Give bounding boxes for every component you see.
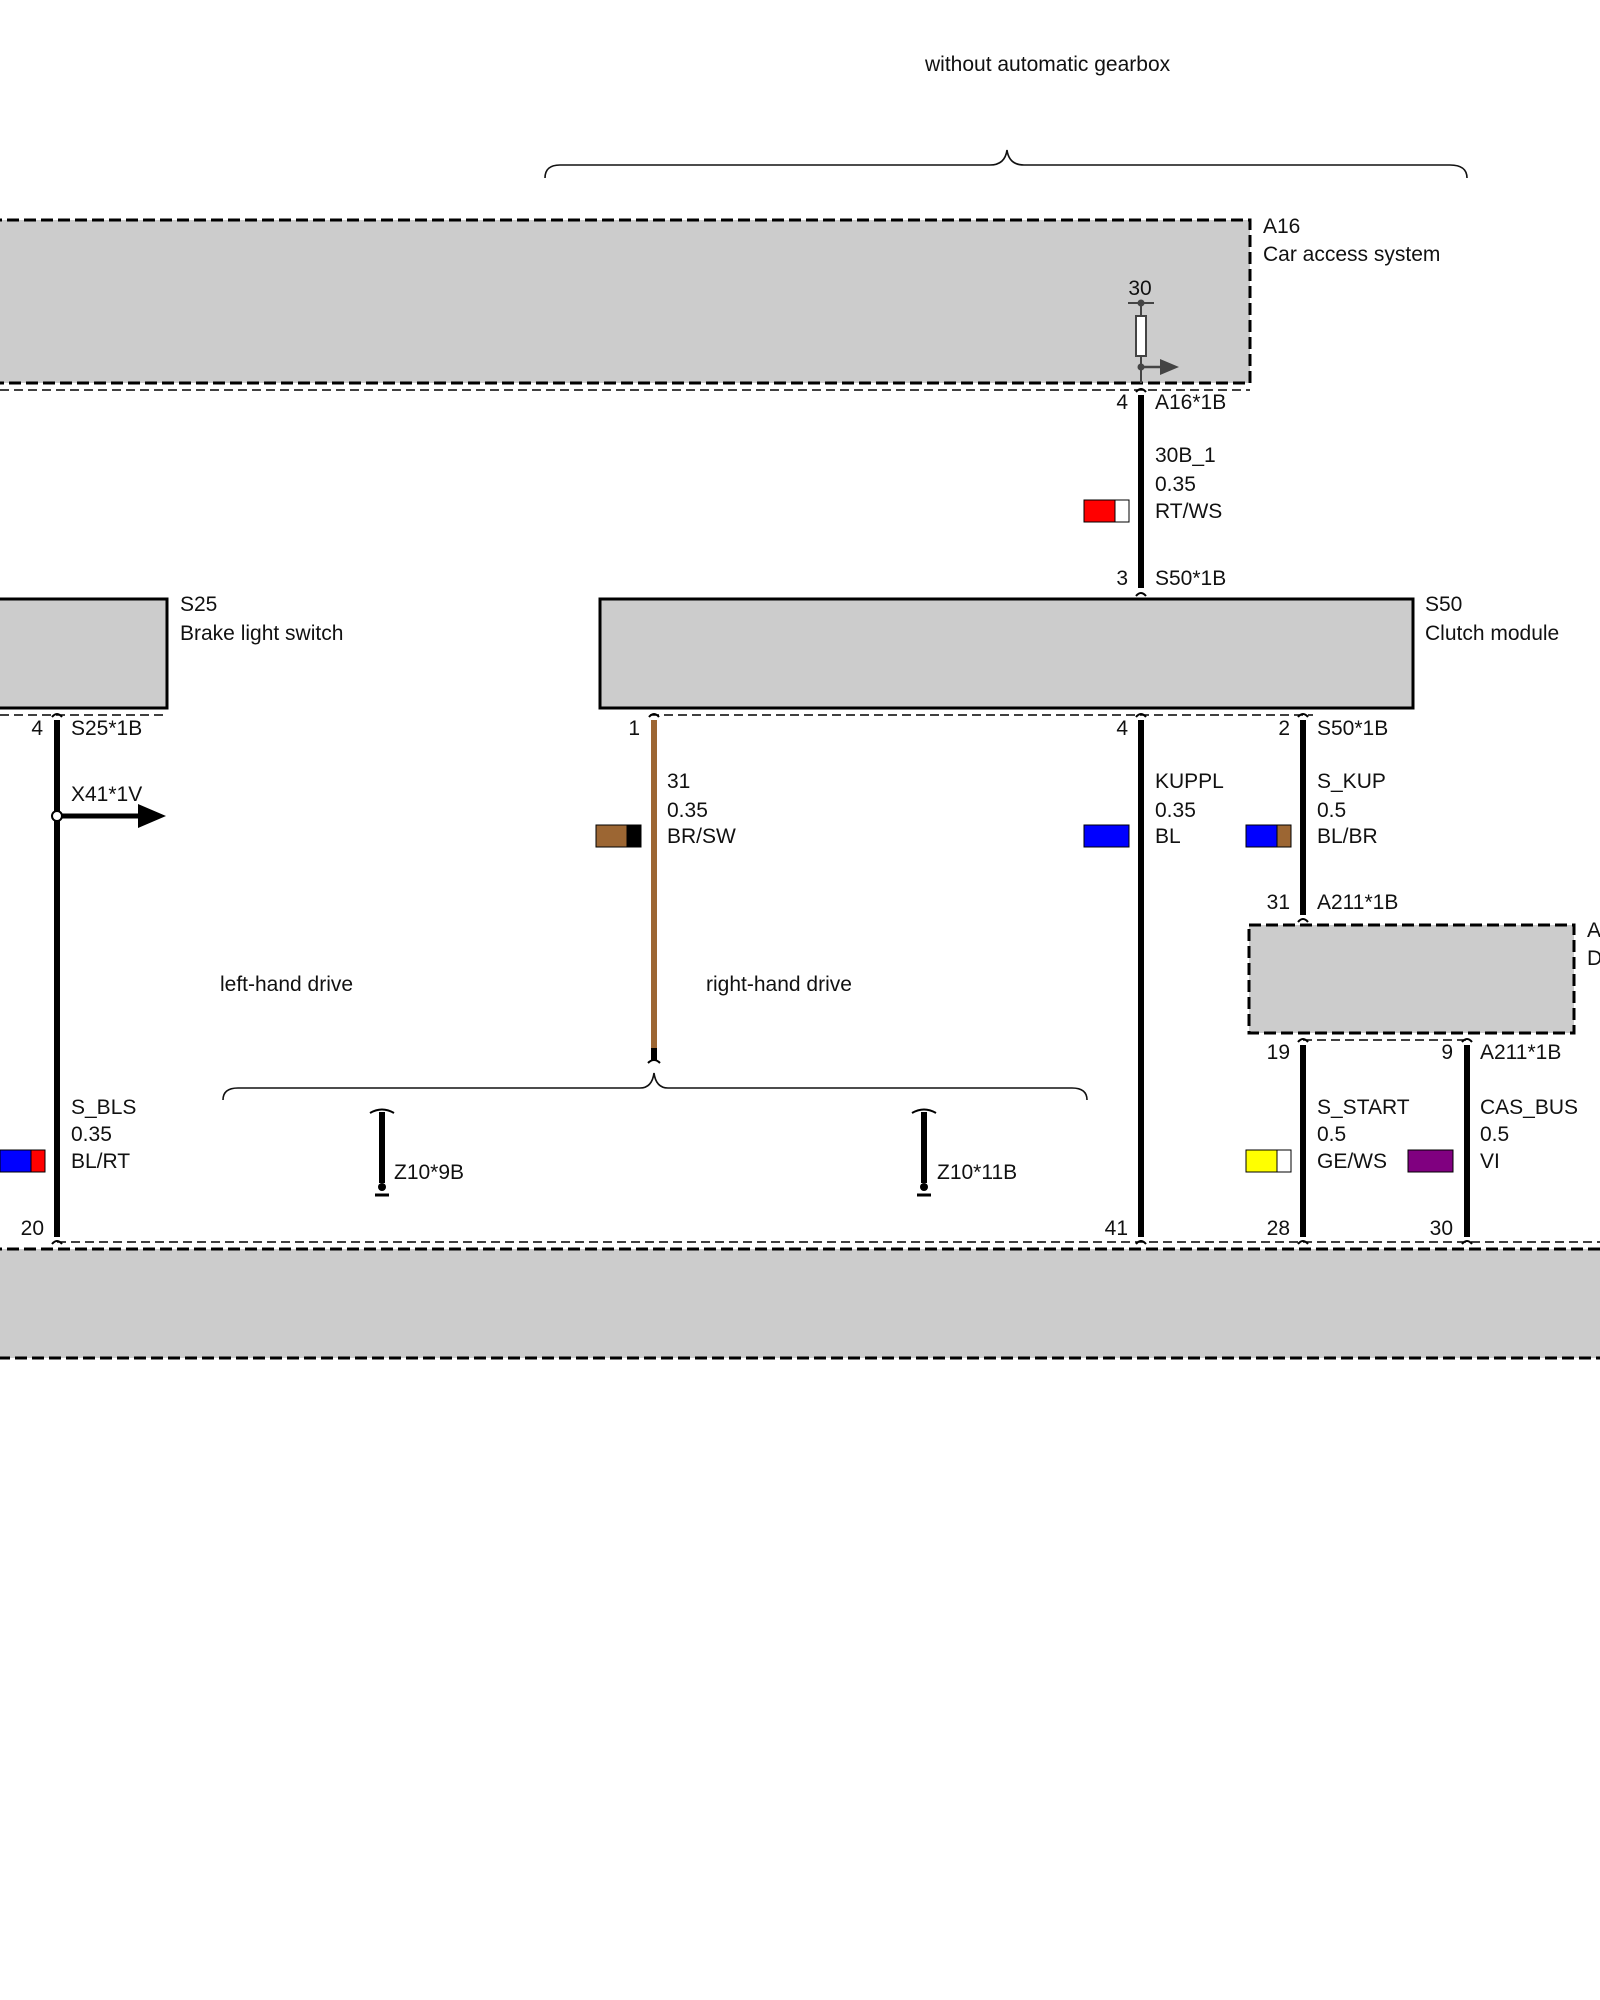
a211-box	[1247, 923, 1576, 1035]
a211-name-partial: D	[1587, 947, 1600, 970]
wire-31-signal: 31	[667, 770, 690, 793]
variant-left-hand-drive: left-hand drive	[220, 973, 353, 996]
wire-s-start-gauge: 0.5	[1317, 1123, 1346, 1146]
pin-a211-19: 19	[1267, 1041, 1290, 1064]
connector-s50-1b-top: S50*1B	[1155, 567, 1226, 590]
pin-marks	[51, 388, 1473, 1245]
wire-31-color: BR/SW	[667, 825, 736, 848]
connector-s50-1b-bottom: S50*1B	[1317, 717, 1388, 740]
swatch-bl-br	[1245, 824, 1292, 848]
wire-31-gauge: 0.35	[667, 799, 708, 822]
wire-s-kup-color: BL/BR	[1317, 825, 1378, 848]
s25-id: S25	[180, 593, 217, 616]
swatch-rt-ws	[1083, 499, 1130, 523]
s50-box	[598, 597, 1415, 710]
wire-cas-bus-color: VI	[1480, 1150, 1500, 1173]
wire-s-start-signal: S_START	[1317, 1096, 1410, 1119]
z10-9b-stub-icon	[369, 1108, 395, 1197]
drive-variant-brace	[222, 1072, 1088, 1101]
pin-a211-31: 31	[1267, 891, 1290, 914]
swatch-bl	[1083, 824, 1130, 848]
pin-s50-3: 3	[1116, 567, 1128, 590]
pin-bottom-30: 30	[1430, 1217, 1453, 1240]
wire-cas-bus-gauge: 0.5	[1480, 1123, 1509, 1146]
gearbox-brace	[544, 149, 1468, 179]
wire-s-kup-gauge: 0.5	[1317, 799, 1346, 822]
swatch-bl-rt	[0, 1149, 46, 1173]
pin-bottom-41: 41	[1105, 1217, 1128, 1240]
wire-30b1-color: RT/WS	[1155, 500, 1222, 523]
pin-a211-9: 9	[1441, 1041, 1453, 1064]
connector-a211-1b-top: A211*1B	[1317, 891, 1398, 914]
a211-id-partial: A	[1587, 919, 1600, 942]
wire-s-kup-signal: S_KUP	[1317, 770, 1386, 793]
a16-id: A16	[1263, 215, 1300, 238]
swatch-ge-ws	[1245, 1149, 1292, 1173]
wire-cas-bus-signal: CAS_BUS	[1480, 1096, 1578, 1119]
s50-id: S50	[1425, 593, 1462, 616]
connector-z10-9b: Z10*9B	[394, 1161, 464, 1184]
a16-box	[0, 218, 1252, 385]
a16-terminal-30	[1128, 299, 1179, 383]
a16-terminal-label: 30	[1128, 277, 1151, 300]
wire-s-bls-signal: S_BLS	[71, 1096, 136, 1119]
connector-z10-11b: Z10*11B	[937, 1161, 1017, 1184]
wire-s-bls-color: BL/RT	[71, 1150, 130, 1173]
a16-name: Car access system	[1263, 243, 1440, 266]
swatch-br-sw	[595, 824, 642, 848]
s25-name: Brake light switch	[180, 622, 343, 645]
wire-kuppl-signal: KUPPL	[1155, 770, 1224, 793]
wire-kuppl-gauge: 0.35	[1155, 799, 1196, 822]
pin-s25-4: 4	[31, 717, 43, 740]
connector-a16-1b: A16*1B	[1155, 391, 1226, 414]
connector-s25-1b: S25*1B	[71, 717, 142, 740]
wire-s-start-color: GE/WS	[1317, 1150, 1387, 1173]
connector-x41-1v: X41*1V	[71, 783, 142, 806]
s50-name: Clutch module	[1425, 622, 1559, 645]
bottom-module-box	[0, 1247, 1600, 1360]
pin-bottom-28: 28	[1267, 1217, 1290, 1240]
wire-s-bls-gauge: 0.35	[71, 1123, 112, 1146]
x41-splice-arrow-icon	[51, 804, 166, 828]
wire-30b1-signal: 30B_1	[1155, 444, 1216, 467]
pin-s50-2: 2	[1278, 717, 1290, 740]
swatch-vi	[1407, 1149, 1454, 1173]
pin-s50-1: 1	[628, 717, 640, 740]
wire-kuppl-color: BL	[1155, 825, 1181, 848]
pin-s50-4: 4	[1116, 717, 1128, 740]
connector-a211-1b-bottom: A211*1B	[1480, 1041, 1561, 1064]
pin-a16-4: 4	[1116, 391, 1128, 414]
variant-right-hand-drive: right-hand drive	[706, 973, 852, 996]
pin-bottom-20: 20	[21, 1217, 44, 1240]
wire-30b1-gauge: 0.35	[1155, 473, 1196, 496]
z10-11b-stub-icon	[911, 1108, 937, 1197]
gearbox-note: without automatic gearbox	[924, 53, 1171, 76]
s25-box	[0, 597, 169, 710]
